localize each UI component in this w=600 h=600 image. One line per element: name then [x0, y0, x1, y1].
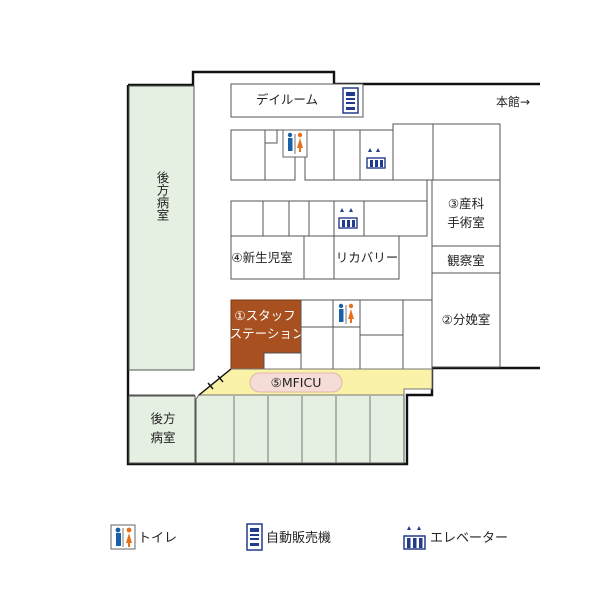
- legend-elevator: エレベーター: [403, 526, 508, 550]
- legend-elevator-label: エレベーター: [430, 531, 508, 546]
- delivery-surgery-label-1: ③産科: [448, 196, 485, 211]
- delivery-label: ②分娩室: [442, 312, 491, 327]
- staff-station-label-2: ステーション: [230, 326, 305, 341]
- staff-station-label-1: ①スタッフ: [234, 308, 295, 323]
- legend-toilet: トイレ: [110, 524, 177, 550]
- rear-ward-top: [128, 85, 195, 371]
- newborn-room: [230, 235, 305, 280]
- rear-ward-bottom: [128, 395, 196, 464]
- elevator-legend-icon: [403, 526, 426, 550]
- delivery-room: [431, 272, 501, 368]
- mficu-label: ⑤MFICU: [271, 375, 322, 390]
- toilet-icon-upper: [282, 129, 308, 158]
- lower-small-rooms: [300, 299, 433, 370]
- delivery-surgery-room: [431, 179, 501, 247]
- delivery-surgery-label-2: 手術室: [447, 215, 485, 230]
- rear-ward-top-label: 後方病室: [155, 171, 170, 221]
- main-building-label: 本館→: [496, 94, 530, 109]
- day-room: [230, 83, 364, 118]
- legend-toilet-label: トイレ: [138, 531, 177, 546]
- legend-vending: 自動販売機: [246, 523, 331, 551]
- legend-vending-label: 自動販売機: [266, 530, 331, 546]
- rear-ward-bottom-label-1: 後方: [150, 411, 175, 426]
- observation-label: 観察室: [447, 253, 485, 268]
- rear-ward-bottom-label-2: 病室: [150, 430, 175, 445]
- elevator-icon-middle: [337, 205, 359, 233]
- entry-door: [198, 368, 232, 396]
- vending-legend-icon: [246, 523, 263, 551]
- upper-room-row: [230, 123, 501, 181]
- newborn-label: ④新生児室: [231, 250, 292, 265]
- day-room-label: デイルーム: [256, 92, 318, 107]
- recovery-room: [333, 235, 400, 280]
- ward-strip-bottom: [195, 394, 405, 464]
- vending-machine-icon: [342, 87, 359, 114]
- mficu-badge: [249, 372, 343, 393]
- elevator-icon-upper: [366, 145, 386, 169]
- toilet-icon-lower: [334, 301, 358, 326]
- recovery-label: リカバリー: [336, 250, 399, 265]
- newborn-side: [303, 235, 335, 280]
